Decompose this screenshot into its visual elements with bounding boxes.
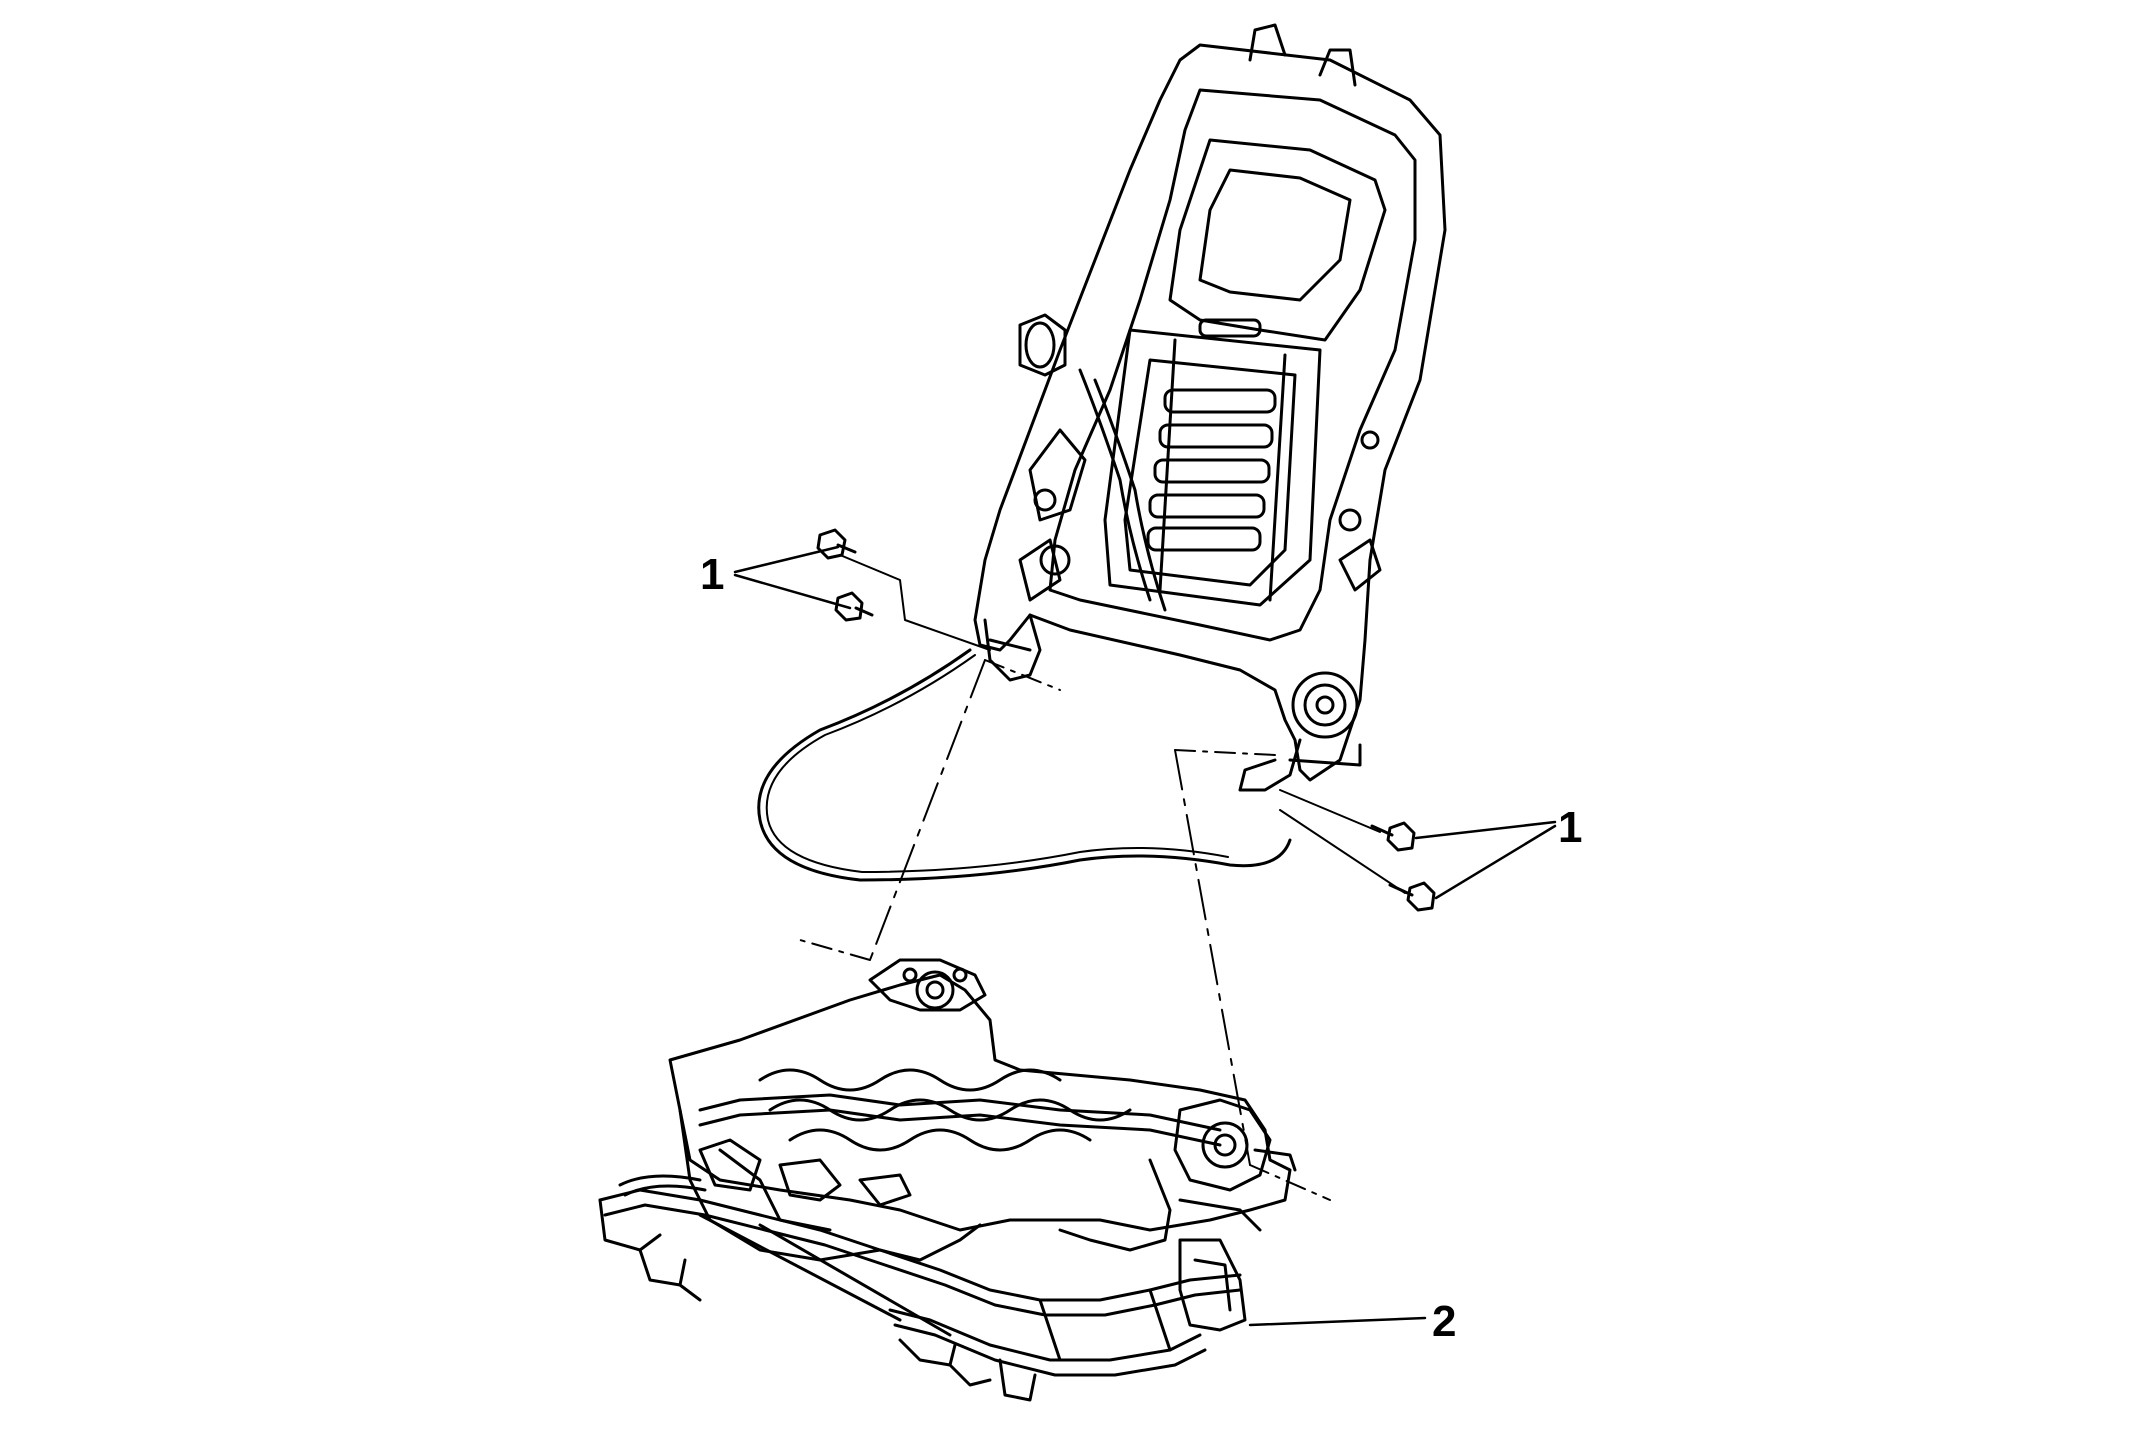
alignment-lines — [799, 659, 1331, 1201]
leader-line-1-left — [733, 545, 852, 610]
bolt-upper-left-2 — [834, 591, 874, 622]
callout-2: 2 — [1432, 1297, 1457, 1346]
bolt-lower-right-1 — [1370, 821, 1416, 852]
callout-1-left: 1 — [700, 550, 725, 599]
leader-line-2 — [1248, 1316, 1427, 1327]
bolt-upper-left-1 — [816, 528, 857, 560]
bolt-alignment-lines — [839, 554, 991, 651]
seat-tracks — [598, 1174, 1242, 1402]
wire-harness — [757, 648, 1292, 882]
seat-back-frame — [973, 23, 1447, 792]
seat-cushion-frame — [668, 958, 1297, 1332]
callout-1-right: 1 — [1558, 803, 1583, 852]
leader-line-1-right — [1414, 820, 1557, 900]
